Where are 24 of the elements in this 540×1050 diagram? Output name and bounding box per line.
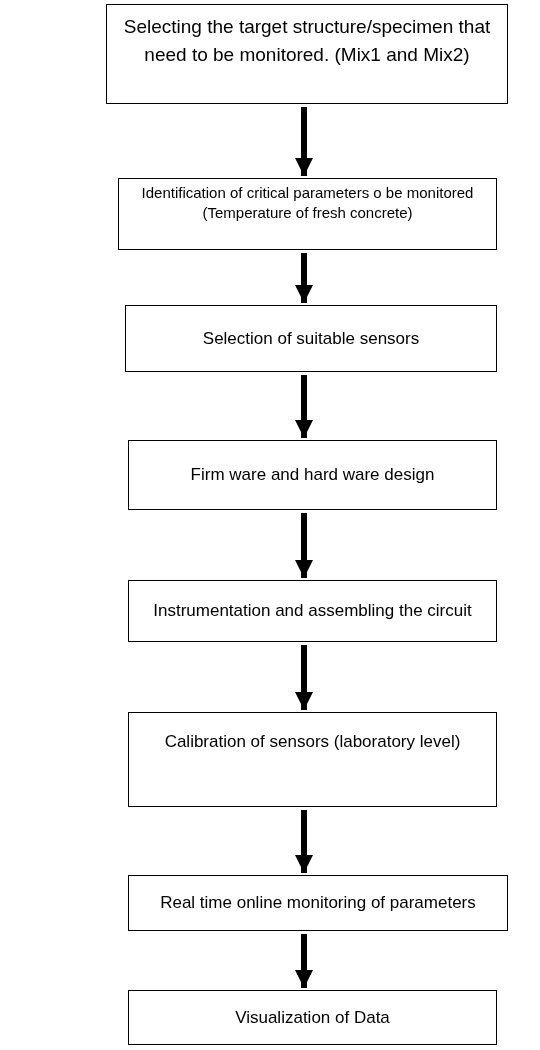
process-box xyxy=(128,580,497,642)
arrow xyxy=(295,513,313,578)
step-text: (Temperature of fresh concrete) xyxy=(202,203,413,224)
step-text: Selecting the target structure/specimen that need to be monitored. (Mix1 and Mix2) xyxy=(122,15,492,67)
process-box xyxy=(128,875,508,931)
process-box xyxy=(128,440,497,510)
step-text: Real time online monitoring of parameters xyxy=(160,892,476,915)
arrow xyxy=(295,253,313,303)
process-box xyxy=(128,712,497,807)
step-text: Calibration of sensors (laboratory level) xyxy=(164,731,461,753)
process-box xyxy=(118,178,497,250)
process-box xyxy=(106,4,508,104)
step-text: Visualization of Data xyxy=(235,1006,390,1029)
step-text: Firm ware and hard ware design xyxy=(190,464,435,487)
arrow xyxy=(295,934,313,988)
step-text: Selection of suitable sensors xyxy=(202,327,420,350)
arrow xyxy=(295,107,313,176)
step-text: Instrumentation and assembling the circuit xyxy=(153,600,472,623)
process-box xyxy=(128,990,497,1045)
arrow xyxy=(295,810,313,873)
step-text: Identification of critical parameters o be monitored xyxy=(141,183,474,203)
arrow xyxy=(295,375,313,438)
arrow xyxy=(295,645,313,710)
process-box xyxy=(125,305,497,372)
